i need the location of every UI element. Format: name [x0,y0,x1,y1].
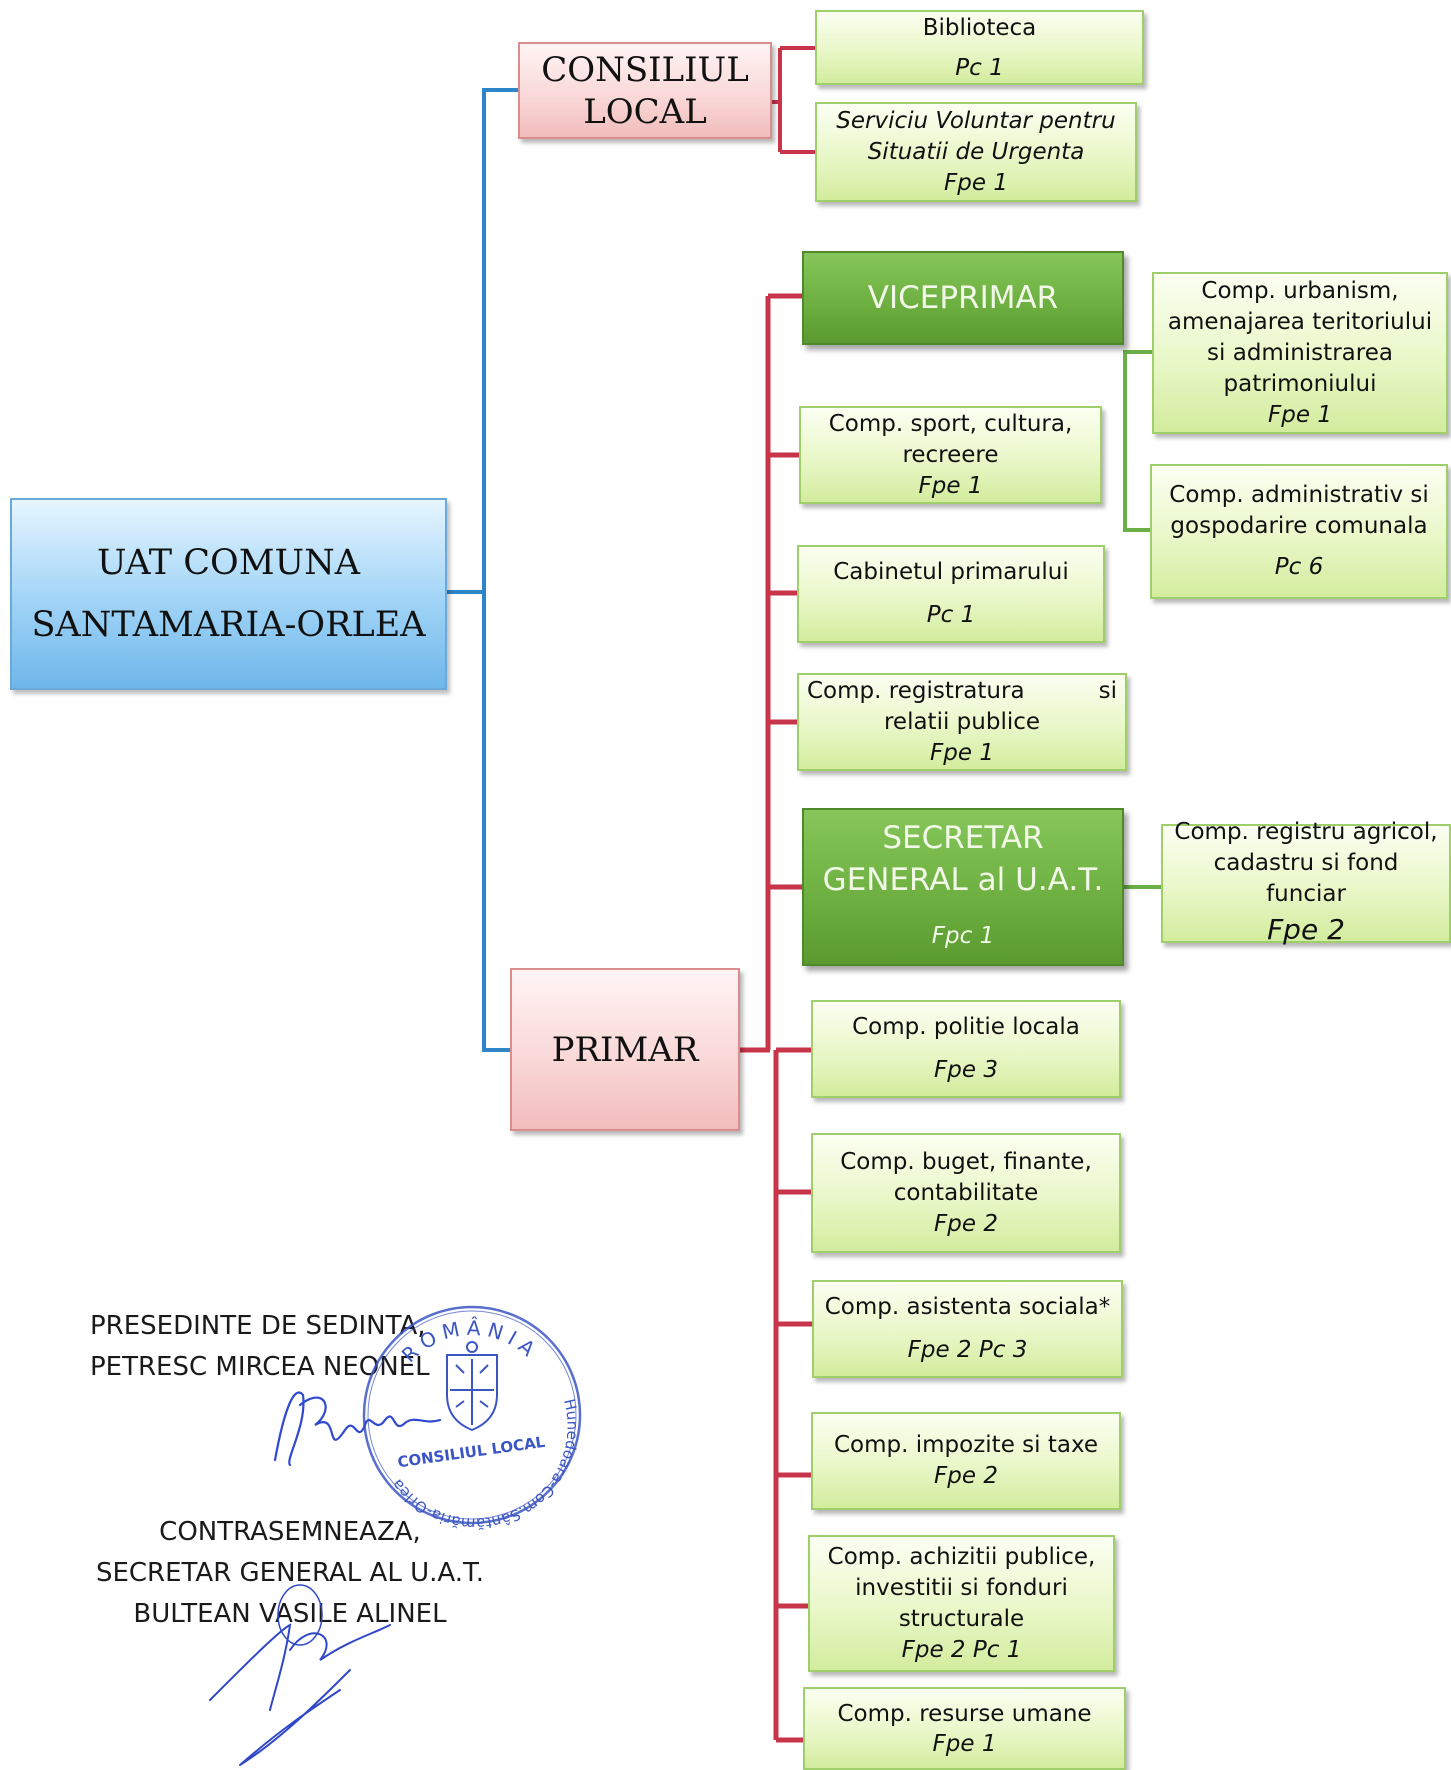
buget-node: Comp. buget, finante, contabilitate Fpe … [811,1133,1121,1253]
registratura-node: Comp. registratura si relatii publice Fp… [797,673,1127,771]
buget-line1: Comp. buget, finante, [840,1148,1092,1175]
asistenta-posts: Fpe 2 Pc 3 [907,1337,1028,1363]
cabinet-posts: Pc 1 [926,602,976,628]
coat-of-arms-icon [446,1341,498,1432]
secretar-line2: GENERAL al U.A.T. [822,862,1104,898]
registratura-line2: relatii publice [883,708,1041,735]
registratura-line1: Comp. registratura [807,677,1025,704]
sport-line2: recreere [902,441,999,468]
achizitii-posts: Fpe 2 Pc 1 [901,1636,1022,1663]
root-connectors [447,88,520,1052]
voluntar-posts: Fpe 1 [944,169,1008,196]
administrativ-line1: Comp. administrativ si [1169,482,1429,508]
president-title: PRESEDINTE DE SEDINTA, [90,1311,426,1341]
achizitii-line3: structurale [898,1605,1025,1632]
primar-connectors [740,293,812,1743]
resurse-posts: Fpe 1 [932,1730,997,1757]
consiliu-line2: LOCAL [583,91,707,132]
root-line2: SANTAMARIA-ORLEA [31,605,426,645]
asistenta-node: Comp. asistenta sociala* Fpe 2 Pc 3 [812,1280,1123,1378]
impozite-node: Comp. impozite si taxe Fpe 2 [811,1412,1121,1510]
cabinet-title: Cabinetul primarului [833,559,1069,585]
resurse-node: Comp. resurse umane Fpe 1 [803,1687,1126,1770]
administrativ-node: Comp. administrativ si gospodarire comun… [1150,464,1448,599]
agricol-line1: Comp. registru agricol, [1174,819,1438,845]
registratura-si: si [1098,677,1117,704]
urbanism-node: Comp. urbanism, amenajarea teritoriului … [1152,272,1448,434]
secretary-signature [209,1584,391,1766]
sport-posts: Fpe 1 [918,472,983,499]
secretary-block: CONTRASEMNEAZA, SECRETAR GENERAL AL U.A.… [60,1512,520,1635]
politie-title: Comp. politie locala [852,1014,1080,1040]
registratura-line1-row: Comp. registratura si [807,676,1117,707]
agricol-node: Comp. registru agricol, cadastru si fond… [1161,819,1451,946]
official-stamp: ROMÂNIA Hunedoara-Com.Sântămăria-Orlea C… [362,1305,582,1533]
biblioteca-node: Biblioteca Pc 1 [815,10,1144,85]
cabinet-node: Cabinetul primarului Pc 1 [797,545,1105,643]
countersign-label: CONTRASEMNEAZA, [159,1517,421,1547]
biblioteca-posts: Pc 1 [955,54,1004,81]
buget-posts: Fpe 2 [934,1210,998,1237]
politie-posts: Fpe 3 [934,1057,998,1083]
impozite-posts: Fpe 2 [934,1463,998,1489]
viceprimar-node: VICEPRIMAR [802,251,1124,345]
primar-node: PRIMAR [510,968,740,1131]
secretar-posts: Fpc 1 [931,923,995,949]
consiliu-node: CONSILIUL LOCAL [518,42,772,139]
sport-line1: Comp. sport, cultura, [828,410,1073,437]
buget-line2: contabilitate [893,1179,1039,1206]
secretar-node: SECRETAR GENERAL al U.A.T. Fpc 1 [802,808,1124,966]
asistenta-title: Comp. asistenta sociala* [824,1294,1111,1320]
president-name: PETRESC MIRCEA NEONEL [90,1352,430,1382]
achizitii-line1: Comp. achizitii publice, [827,1543,1096,1570]
achizitii-node: Comp. achizitii publice, investitii si f… [808,1535,1115,1672]
urbanism-posts: Fpe 1 [1268,401,1332,428]
urbanism-line3: si administrarea [1207,339,1393,366]
impozite-title: Comp. impozite si taxe [833,1432,1099,1458]
voluntar-line2: Situatii de Urgenta [867,138,1085,165]
politie-node: Comp. politie locala Fpe 3 [811,1000,1121,1098]
administrativ-line2: gospodarire comunala [1170,513,1428,539]
sport-node: Comp. sport, cultura, recreere Fpe 1 [799,406,1102,504]
urbanism-line4: patrimoniului [1223,370,1377,397]
root-line1: UAT COMUNA [97,543,360,583]
president-block: PRESEDINTE DE SEDINTA, PETRESC MIRCEA NE… [90,1306,490,1388]
primar-label: PRIMAR [551,1029,699,1070]
viceprimar-connectors [1123,350,1161,889]
registratura-posts: Fpe 1 [930,739,994,766]
agricol-posts: Fpe 2 [1267,913,1345,946]
consiliu-connectors [772,46,815,154]
achizitii-line2: investitii si fonduri [855,1574,1068,1601]
voluntar-node: Serviciu Voluntar pentru Situatii de Urg… [815,102,1137,202]
president-signature [273,1391,442,1467]
root-node: UAT COMUNA SANTAMARIA-ORLEA [10,498,447,690]
voluntar-line1: Serviciu Voluntar pentru [836,107,1116,134]
viceprimar-label: VICEPRIMAR [867,280,1059,316]
secretar-line1: SECRETAR [882,820,1044,856]
resurse-title: Comp. resurse umane [837,1700,1092,1727]
biblioteca-title: Biblioteca [922,14,1037,41]
consiliu-line1: CONSILIUL [541,49,749,90]
agricol-line2: cadastru si fond funciar [1213,850,1399,907]
administrativ-posts: Pc 6 [1274,554,1324,580]
secretary-title: SECRETAR GENERAL AL U.A.T. [95,1558,485,1588]
urbanism-line2: amenajarea teritoriului [1167,308,1433,335]
urbanism-line1: Comp. urbanism, [1201,277,1399,304]
